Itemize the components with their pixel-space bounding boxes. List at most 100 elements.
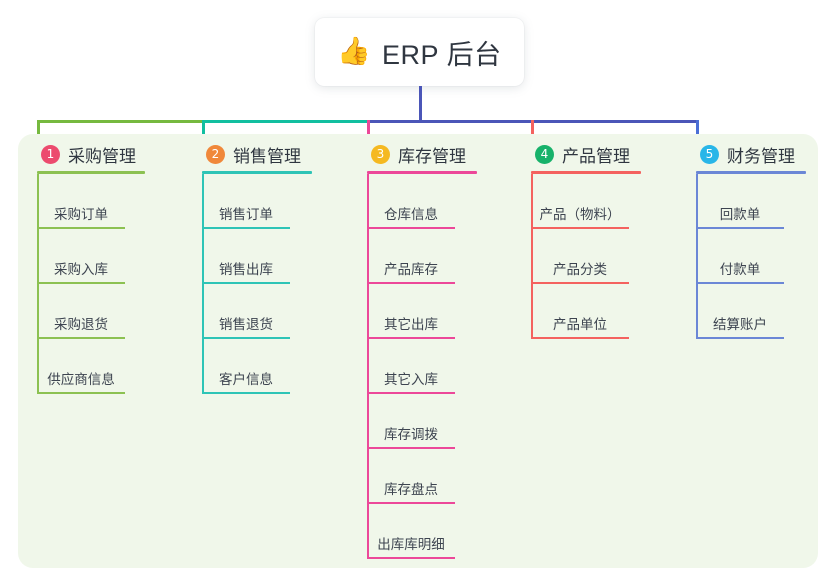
- thumbs-up-icon: 👍: [337, 35, 372, 66]
- column-items: 仓库信息产品库存其它出库其它入库库存调拨库存盘点出库库明细: [367, 174, 455, 559]
- column-trunk-line: [531, 174, 533, 339]
- column-header-3[interactable]: 3 库存管理: [367, 134, 477, 174]
- column-badge-4: 4: [535, 144, 554, 164]
- column-header-5[interactable]: 5 财务管理: [696, 134, 806, 174]
- list-item[interactable]: 仓库信息: [367, 174, 455, 229]
- content-panel: 1 采购管理采购订单采购入库采购退货供应商信息 2 销售管理销售订单销售出库销售退货客…: [18, 134, 818, 568]
- root-title: ERP 后台: [382, 39, 502, 70]
- list-item[interactable]: 产品单位: [531, 284, 629, 339]
- column-badge-2: 2: [206, 144, 225, 164]
- list-item-rule: [37, 282, 125, 284]
- list-item-label: 采购订单: [54, 207, 108, 222]
- list-item-rule: [367, 557, 455, 559]
- column-header-2[interactable]: 2 销售管理: [202, 134, 312, 174]
- list-item[interactable]: 结算账户: [696, 284, 784, 339]
- list-item-rule: [367, 227, 455, 229]
- list-item-label: 销售退货: [219, 317, 273, 332]
- list-item-label: 结算账户: [713, 317, 767, 332]
- column-items: 销售订单销售出库销售退货客户信息: [202, 174, 290, 394]
- list-item-label: 仓库信息: [384, 207, 438, 222]
- list-item-label: 其它出库: [384, 317, 438, 332]
- list-item[interactable]: 产品（物料）: [531, 174, 629, 229]
- column-trunk-line: [37, 174, 39, 394]
- root-node[interactable]: 👍 ERP 后台: [315, 18, 524, 86]
- list-item[interactable]: 其它入库: [367, 339, 455, 394]
- column-trunk-line: [696, 174, 698, 339]
- list-item-rule: [531, 337, 629, 339]
- column-title: 库存管理: [398, 146, 466, 166]
- list-item-rule: [696, 282, 784, 284]
- list-item[interactable]: 付款单: [696, 229, 784, 284]
- list-item-rule: [367, 392, 455, 394]
- list-item-rule: [202, 227, 290, 229]
- column-header-rule: [367, 171, 477, 174]
- column-trunk-line: [202, 174, 204, 394]
- list-item[interactable]: 供应商信息: [37, 339, 125, 394]
- column-title: 产品管理: [562, 146, 630, 166]
- list-item-label: 客户信息: [219, 372, 273, 387]
- column-产品管理: 4 产品管理产品（物料） 产品分类产品单位: [531, 134, 641, 339]
- list-item-label: 付款单: [719, 262, 761, 277]
- list-item-label: 库存盘点: [384, 482, 438, 497]
- list-item-label: 其它入库: [384, 372, 438, 387]
- list-item[interactable]: 产品库存: [367, 229, 455, 284]
- list-item-label: 产品库存: [384, 262, 438, 277]
- column-销售管理: 2 销售管理销售订单销售出库销售退货客户信息: [202, 134, 312, 394]
- column-items: 采购订单采购入库采购退货供应商信息: [37, 174, 125, 394]
- list-item[interactable]: 出库库明细: [367, 504, 455, 559]
- column-badge-3: 3: [371, 144, 390, 164]
- list-item-label: 库存调拨: [384, 427, 438, 442]
- bus-segment-green: [37, 120, 204, 123]
- column-库存管理: 3 库存管理仓库信息产品库存其它出库其它入库库存调拨库存盘点出库库明细: [367, 134, 477, 559]
- list-item[interactable]: 其它出库: [367, 284, 455, 339]
- list-item[interactable]: 销售出库: [202, 229, 290, 284]
- column-items: 回款单付款单结算账户: [696, 174, 784, 339]
- list-item-rule: [531, 227, 629, 229]
- list-item-label: 产品分类: [553, 262, 607, 277]
- list-item-rule: [367, 447, 455, 449]
- root-connector-vertical: [419, 86, 422, 123]
- column-header-1[interactable]: 1 采购管理: [37, 134, 145, 174]
- list-item-label: 采购退货: [54, 317, 108, 332]
- list-item-label: 供应商信息: [47, 372, 115, 387]
- list-item-label: 销售出库: [219, 262, 273, 277]
- column-title: 采购管理: [68, 146, 136, 166]
- column-header-rule: [37, 171, 145, 174]
- list-item-rule: [37, 227, 125, 229]
- column-trunk-line: [367, 174, 369, 559]
- column-badge-1: 1: [41, 144, 60, 164]
- list-item-label: 销售订单: [219, 207, 273, 222]
- list-item-rule: [367, 337, 455, 339]
- column-title: 财务管理: [727, 146, 795, 166]
- bus-segment-teal: [203, 120, 370, 123]
- list-item[interactable]: 采购订单: [37, 174, 125, 229]
- column-header-4[interactable]: 4 产品管理: [531, 134, 641, 174]
- column-title: 销售管理: [233, 146, 301, 166]
- list-item[interactable]: 库存调拨: [367, 394, 455, 449]
- list-item[interactable]: 采购退货: [37, 284, 125, 339]
- list-item[interactable]: 客户信息: [202, 339, 290, 394]
- list-item-rule: [202, 392, 290, 394]
- list-item-rule: [202, 337, 290, 339]
- list-item-rule: [202, 282, 290, 284]
- list-item-label: 产品单位: [553, 317, 607, 332]
- list-item[interactable]: 销售退货: [202, 284, 290, 339]
- list-item-rule: [37, 392, 125, 394]
- column-财务管理: 5 财务管理回款单付款单结算账户: [696, 134, 806, 339]
- list-item-rule: [696, 227, 784, 229]
- list-item[interactable]: 销售订单: [202, 174, 290, 229]
- column-采购管理: 1 采购管理采购订单采购入库采购退货供应商信息: [37, 134, 145, 394]
- column-badge-5: 5: [700, 144, 719, 164]
- list-item-rule: [696, 337, 784, 339]
- list-item[interactable]: 采购入库: [37, 229, 125, 284]
- list-item-rule: [37, 337, 125, 339]
- list-item-label: 回款单: [719, 207, 761, 222]
- list-item-rule: [531, 282, 629, 284]
- list-item-label: 产品（物料）: [539, 207, 621, 222]
- list-item-rule: [367, 502, 455, 504]
- list-item[interactable]: 产品分类: [531, 229, 629, 284]
- list-item[interactable]: 回款单: [696, 174, 784, 229]
- list-item[interactable]: 库存盘点: [367, 449, 455, 504]
- list-item-rule: [367, 282, 455, 284]
